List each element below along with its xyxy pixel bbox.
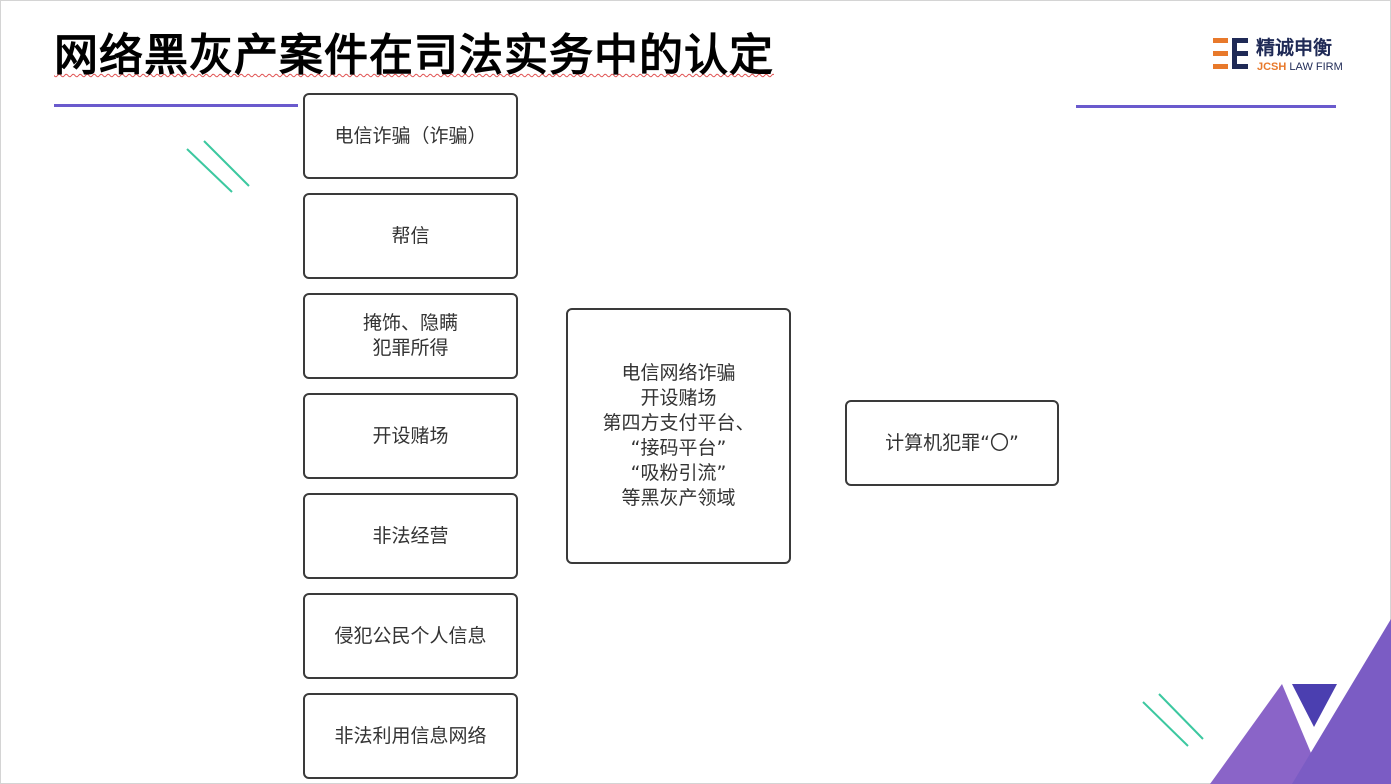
page-title: 网络黑灰产案件在司法实务中的认定 [54,30,774,81]
title-rule-right [1076,105,1336,108]
teal-lines-bottom-decoration [1142,693,1204,747]
box-telecom-fraud: 电信诈骗（诈骗） [303,93,518,179]
box-illegal-network-use: 非法利用信息网络 [303,693,518,779]
logo-name-en: JCSH LAW FIRM [1257,60,1343,74]
box-assisting-crime: 帮信 [303,193,518,279]
purple-corner-decoration [1210,619,1391,784]
teal-lines-top-decoration [186,140,250,193]
firm-logo: 精诚申衡 JCSH LAW FIRM [1212,36,1362,76]
box-personal-info: 侵犯公民个人信息 [303,593,518,679]
box-black-gray-domains: 电信网络诈骗 开设赌场 第四方支付平台、 “接码平台” “吸粉引流” 等黑灰产领… [566,308,791,564]
logo-law-firm-text: LAW FIRM [1286,61,1343,73]
logo-mark-icon [1213,38,1248,69]
box-computer-crime: 计算机犯罪“〇” [845,400,1059,486]
logo-brand-text: JCSH [1257,61,1287,73]
logo-name-cn: 精诚申衡 [1256,37,1333,59]
box-illegal-business: 非法经营 [303,493,518,579]
box-gambling: 开设赌场 [303,393,518,479]
box-concealing-proceeds: 掩饰、隐瞒 犯罪所得 [303,293,518,379]
title-rule-left [54,104,298,107]
